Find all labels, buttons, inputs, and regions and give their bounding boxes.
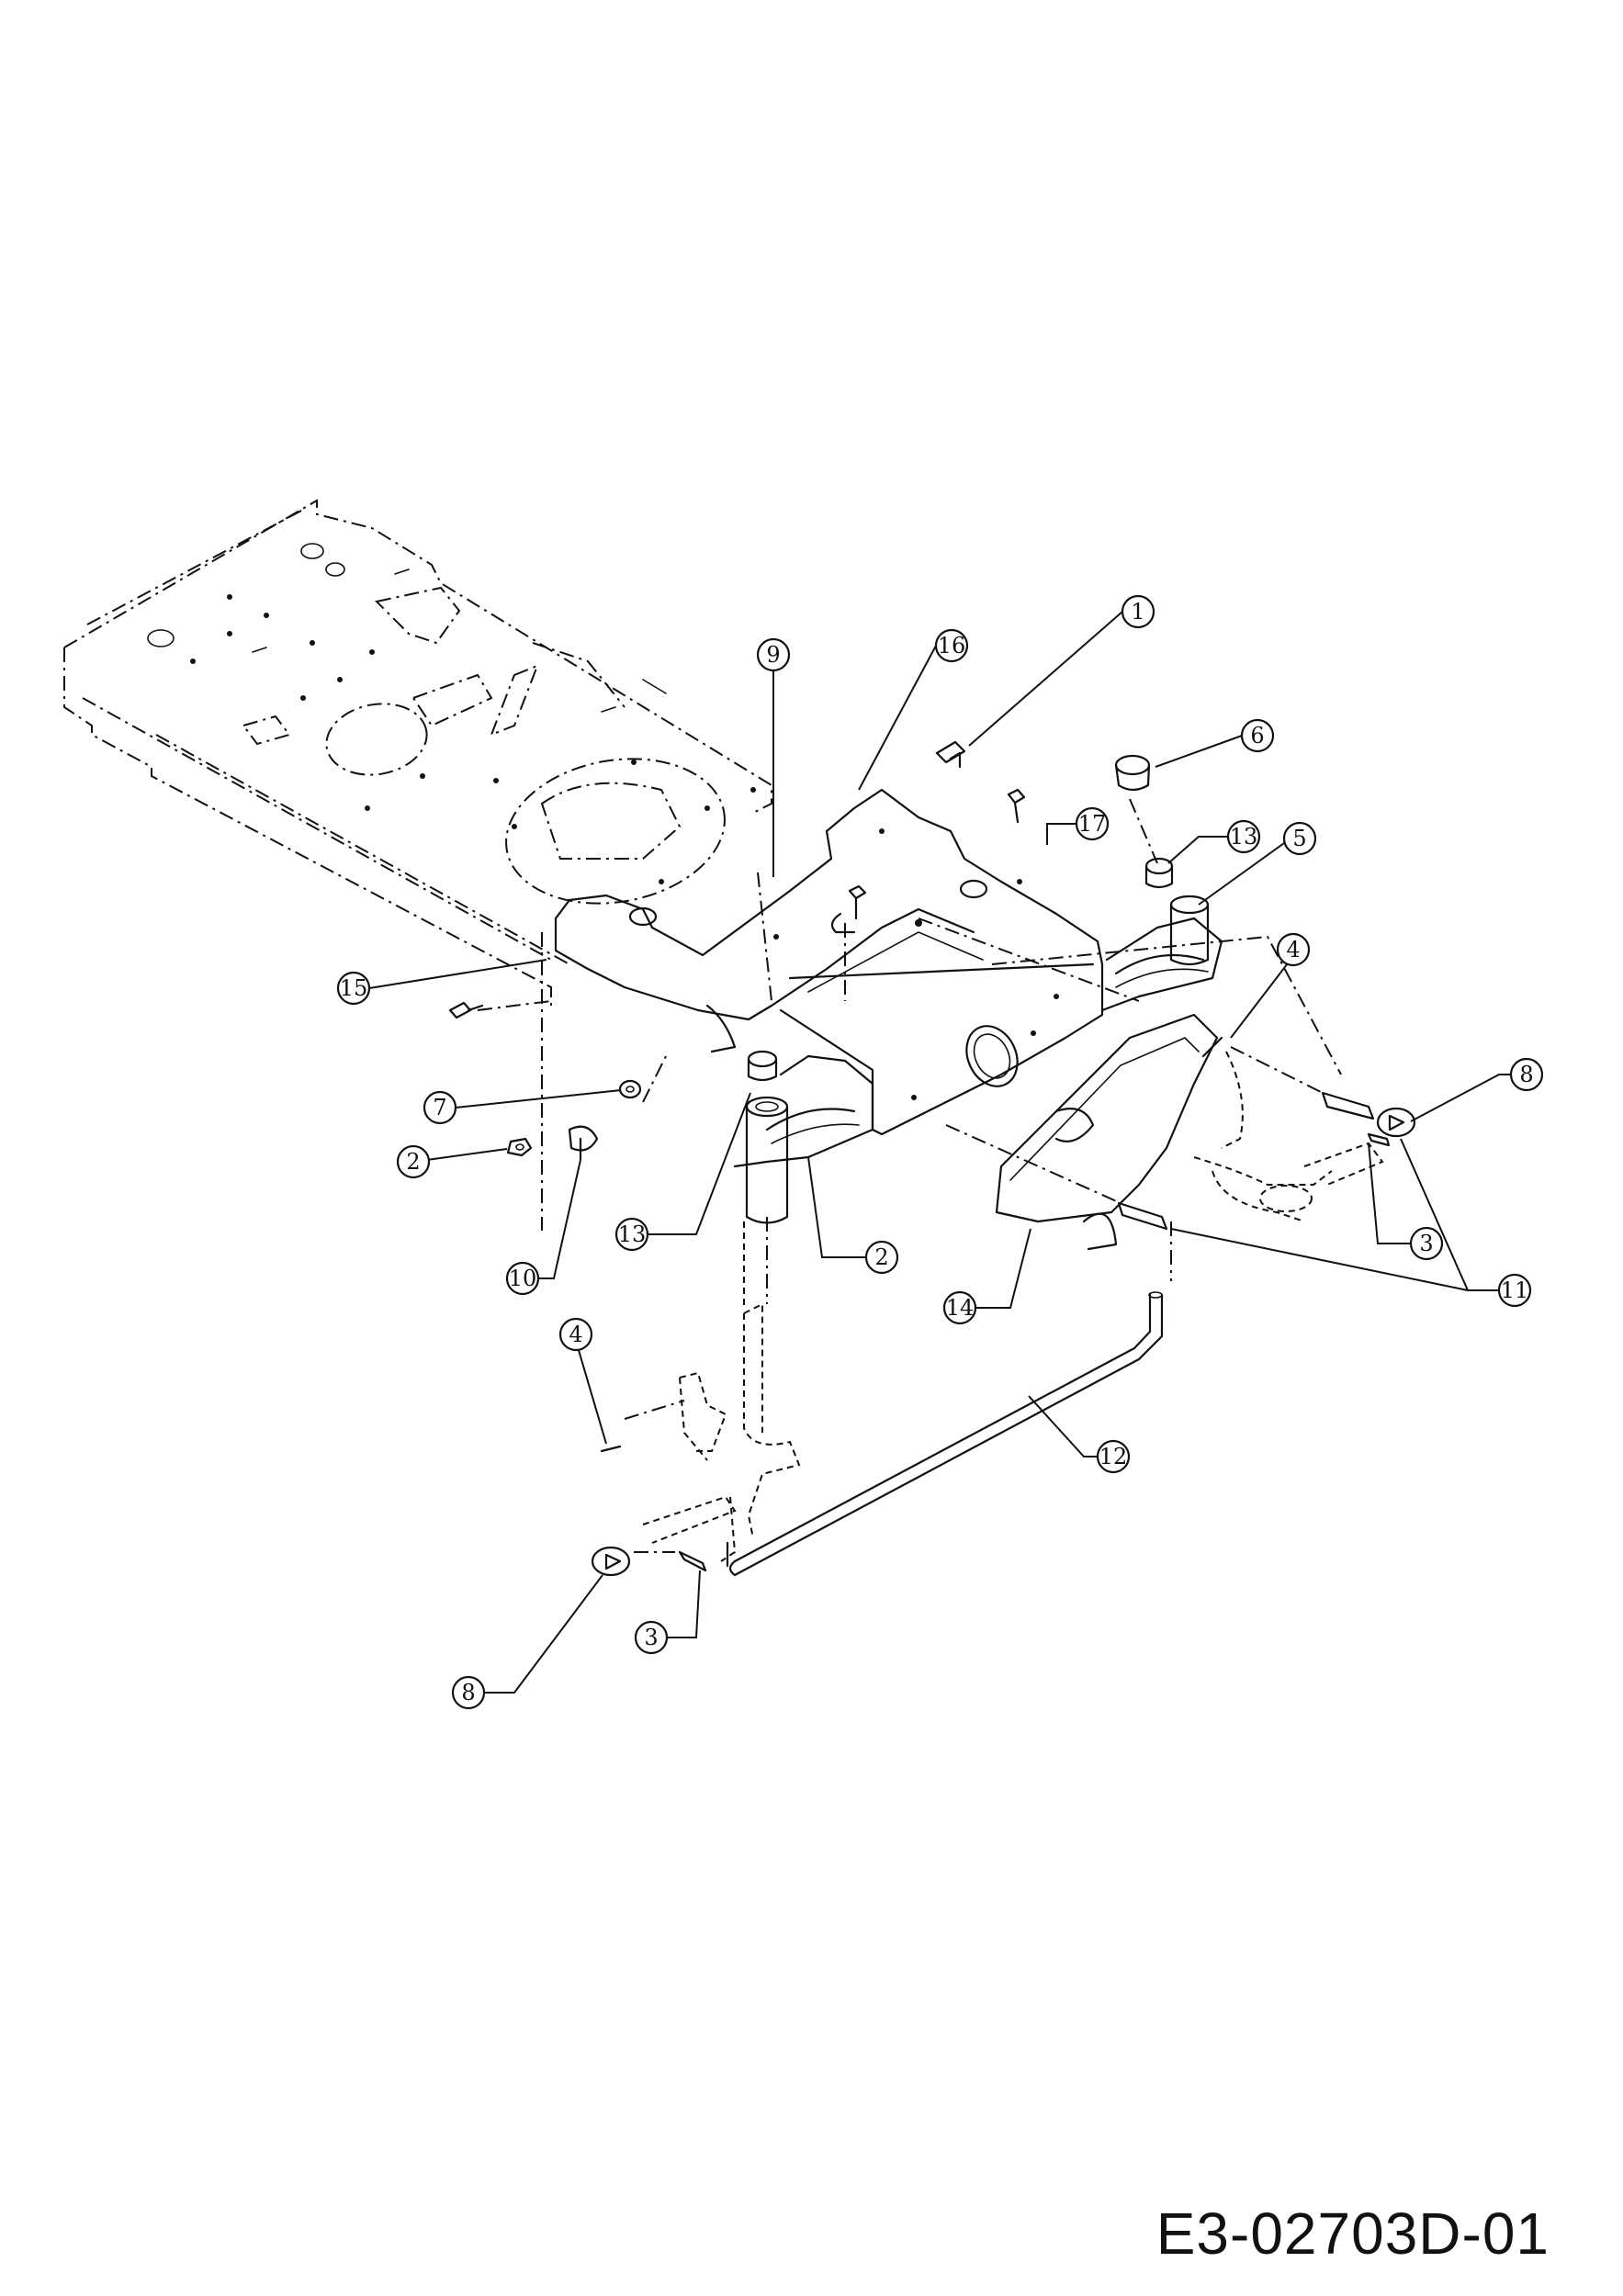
callout-13: 13 bbox=[1226, 819, 1261, 854]
svg-text:13: 13 bbox=[618, 1221, 647, 1247]
hardware-bushing-13b bbox=[747, 1050, 778, 1082]
drawing-number: E3-02703D-01 bbox=[1155, 2200, 1550, 2267]
hardware-pin-11 bbox=[1117, 1091, 1375, 1231]
hardware-washer-7 bbox=[618, 1079, 642, 1099]
hardware-cotter-pin-4 bbox=[600, 1036, 1223, 1453]
callout-15: 15 bbox=[336, 971, 371, 1006]
hardware-nut-2 bbox=[506, 1137, 533, 1157]
callout-5: 5 bbox=[1282, 821, 1317, 856]
front-axle-bracket bbox=[554, 788, 1223, 1168]
svg-text:2: 2 bbox=[874, 1244, 888, 1270]
svg-text:9: 9 bbox=[766, 642, 780, 668]
callout-14: 14 bbox=[942, 1290, 977, 1325]
callout-9: 9 bbox=[756, 637, 791, 672]
svg-text:4: 4 bbox=[569, 1322, 582, 1347]
hardware-bolt-left bbox=[448, 1001, 484, 1019]
callout-8: 8 bbox=[1509, 1057, 1544, 1092]
right-spindle-boss bbox=[1169, 895, 1210, 966]
svg-text:13: 13 bbox=[1230, 824, 1258, 850]
hardware-washer-8b bbox=[591, 1546, 631, 1577]
callout-7: 7 bbox=[423, 1090, 457, 1125]
svg-text:8: 8 bbox=[1519, 1062, 1533, 1087]
chassis-frame-plate bbox=[63, 499, 772, 1006]
left-spindle-shaft-phantom bbox=[642, 1221, 801, 1562]
callout-13: 13 bbox=[614, 1217, 649, 1252]
callout-2: 2 bbox=[864, 1240, 899, 1275]
svg-text:15: 15 bbox=[340, 975, 368, 1001]
leader-lines bbox=[368, 611, 1527, 1694]
callout-11: 11 bbox=[1497, 1273, 1532, 1308]
callout-3: 3 bbox=[1409, 1226, 1444, 1261]
axle-plate-guide bbox=[995, 1013, 1219, 1251]
svg-text:7: 7 bbox=[433, 1095, 446, 1120]
callout-4: 4 bbox=[558, 1317, 593, 1352]
hardware-washer-8a bbox=[1376, 1107, 1416, 1138]
hardware-bushing-13a bbox=[1144, 857, 1174, 889]
hardware-bolt-top bbox=[1007, 788, 1026, 824]
svg-text:12: 12 bbox=[1099, 1444, 1128, 1469]
svg-text:16: 16 bbox=[938, 633, 966, 658]
assembly-lines bbox=[477, 798, 1342, 1553]
callout-10: 10 bbox=[505, 1261, 540, 1296]
tie-rod bbox=[726, 1291, 1164, 1577]
callout-16: 16 bbox=[934, 628, 969, 663]
hardware-cotter-pin-3a bbox=[1367, 1132, 1391, 1147]
svg-text:10: 10 bbox=[509, 1266, 537, 1291]
svg-text:6: 6 bbox=[1250, 723, 1264, 748]
hardware-clip bbox=[830, 912, 856, 934]
hardware-bolt-10 bbox=[568, 1125, 599, 1161]
hardware-bolt-mid bbox=[848, 884, 867, 920]
callout-1: 1 bbox=[1121, 594, 1155, 629]
hardware-cap-6 bbox=[1114, 754, 1151, 792]
hardware-cotter-pin-3b bbox=[678, 1550, 707, 1572]
svg-text:1: 1 bbox=[1131, 599, 1144, 625]
right-spindle-phantom bbox=[1193, 1051, 1384, 1222]
svg-text:2: 2 bbox=[406, 1149, 420, 1175]
callout-4: 4 bbox=[1276, 932, 1311, 967]
svg-text:5: 5 bbox=[1292, 826, 1306, 851]
svg-text:17: 17 bbox=[1078, 811, 1107, 837]
callout-17: 17 bbox=[1075, 806, 1110, 841]
hardware-bolt-1 bbox=[935, 740, 966, 769]
svg-text:3: 3 bbox=[644, 1625, 658, 1650]
svg-text:4: 4 bbox=[1286, 937, 1300, 962]
svg-text:8: 8 bbox=[461, 1680, 475, 1705]
svg-text:3: 3 bbox=[1419, 1231, 1433, 1256]
callout-12: 12 bbox=[1096, 1439, 1131, 1474]
svg-text:11: 11 bbox=[1501, 1277, 1529, 1303]
callout-2: 2 bbox=[396, 1144, 431, 1179]
svg-text:14: 14 bbox=[946, 1295, 975, 1321]
callout-3: 3 bbox=[634, 1620, 669, 1655]
callout-8: 8 bbox=[451, 1675, 486, 1710]
callout-6: 6 bbox=[1240, 718, 1275, 753]
